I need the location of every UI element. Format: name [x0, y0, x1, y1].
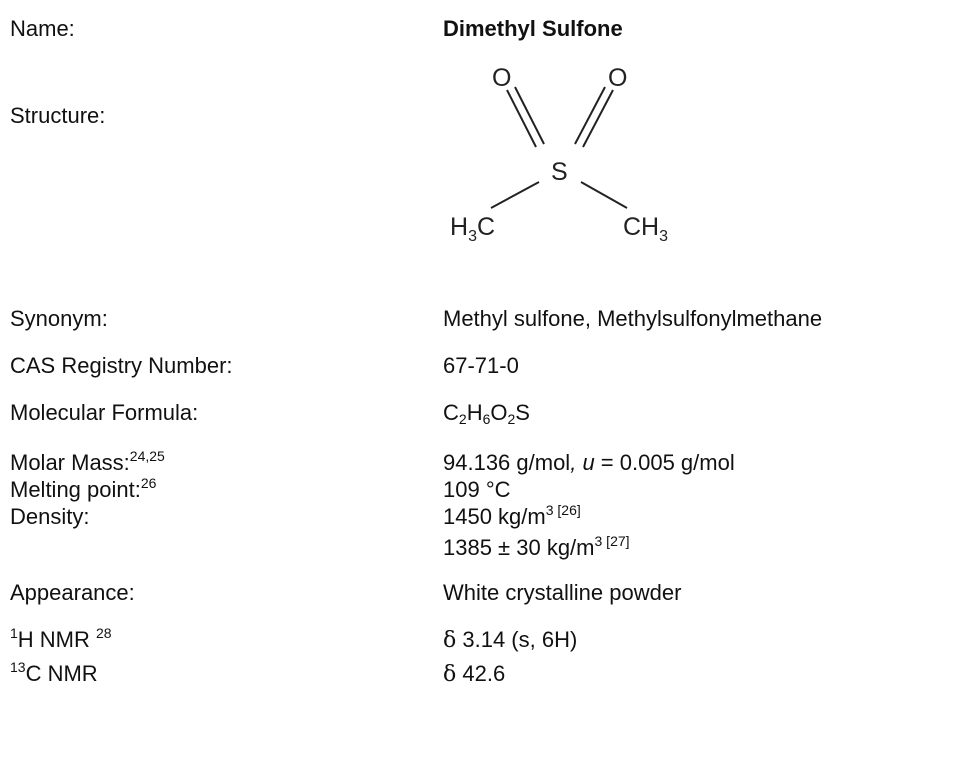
- structure-diagram: O O S H3C CH3: [450, 64, 668, 245]
- melting-point-value: 109 °C: [443, 477, 511, 502]
- density-value-2: 1385 ± 30 kg/m3 [27]: [443, 533, 630, 560]
- appearance-value: White crystalline powder: [443, 580, 682, 605]
- synonym-value: Methyl sulfone, Methylsulfonylmethane: [443, 306, 823, 331]
- appearance-label: Appearance:: [10, 580, 135, 605]
- h-nmr-ref: 28: [96, 625, 112, 641]
- h-nmr-value: δ 3.14 (s, 6H): [443, 627, 578, 653]
- atom-h3c: H3C: [450, 213, 495, 245]
- melting-point-ref: 26: [140, 475, 157, 491]
- bond-single-left: [490, 181, 540, 209]
- structure-label: Structure:: [10, 103, 106, 128]
- name-label: Name:: [10, 16, 75, 41]
- atom-o-right: O: [608, 64, 627, 92]
- atom-s: S: [551, 158, 568, 186]
- melting-point-label: Melting point:26: [10, 475, 157, 502]
- cas-value: 67-71-0: [443, 353, 519, 378]
- molar-mass-value: 94.136 g/mol, u = 0.005 g/mol: [443, 450, 735, 475]
- c-nmr-value: δ 42.6: [443, 661, 506, 687]
- formula-value: C2H6O2S: [443, 400, 530, 427]
- bond-single-right: [580, 181, 628, 209]
- formula-label: Molecular Formula:: [10, 400, 199, 425]
- bond-double-right-a: [574, 86, 606, 145]
- molar-mass-label: Molar Mass:24,25: [10, 448, 165, 475]
- density-label: Density:: [10, 504, 90, 529]
- cas-label: CAS Registry Number:: [10, 353, 233, 378]
- h-nmr-label: 1H NMR 28: [10, 625, 112, 652]
- atom-o-left: O: [492, 64, 511, 92]
- bond-double-right-b: [582, 89, 614, 148]
- bond-double-left-a: [506, 89, 537, 148]
- name-value: Dimethyl Sulfone: [443, 16, 623, 41]
- bond-double-left-b: [514, 86, 545, 145]
- c-nmr-label: 13C NMR: [10, 659, 98, 686]
- molar-mass-ref: 24,25: [129, 448, 165, 464]
- atom-ch3: CH3: [623, 213, 668, 245]
- density-value-1: 1450 kg/m3 [26]: [443, 502, 581, 529]
- synonym-label: Synonym:: [10, 306, 108, 331]
